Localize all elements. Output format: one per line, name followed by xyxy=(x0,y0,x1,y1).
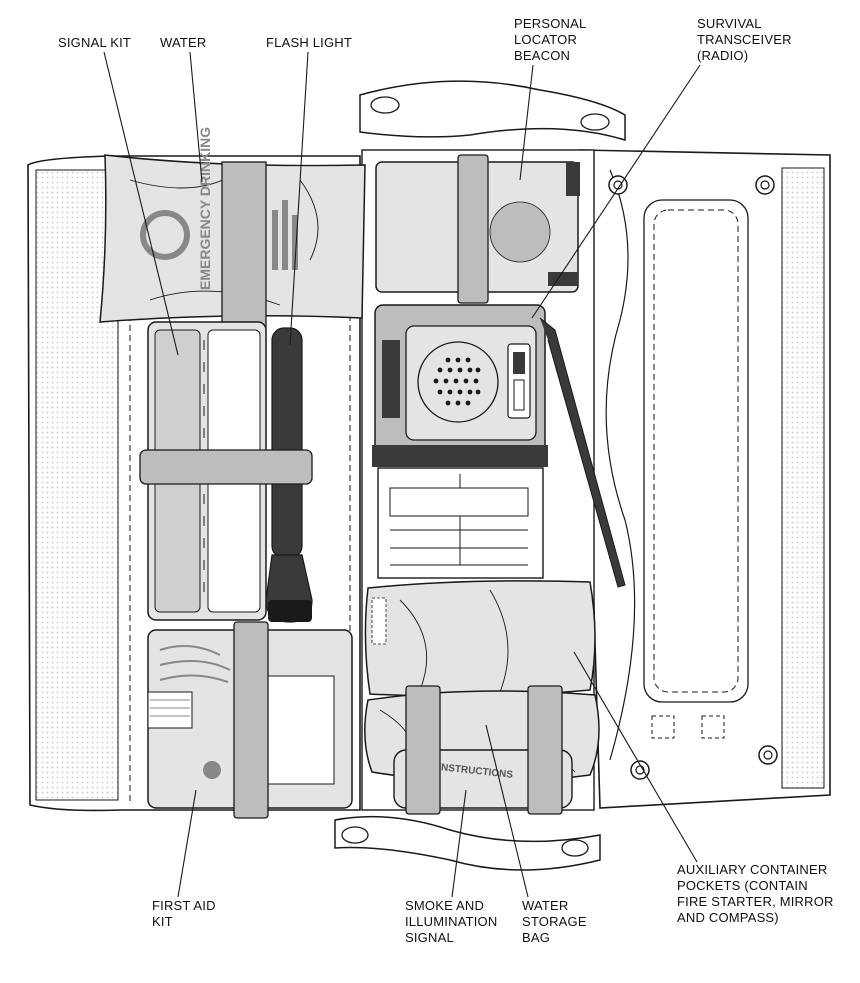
personal-locator-beacon xyxy=(375,154,580,304)
leader-personal-locator-beacon xyxy=(519,64,534,181)
leader-signal-kit xyxy=(103,51,179,356)
leader-auxiliary-pockets xyxy=(573,651,698,863)
label-first-aid-kit: FIRST AID KIT xyxy=(152,898,216,929)
leader-flash-light xyxy=(289,51,309,346)
label-water-storage-bag: WATER STORAGE BAG xyxy=(522,898,587,945)
auxiliary-container-pockets xyxy=(364,580,596,697)
label-water: WATER xyxy=(160,35,207,50)
leader-survival-transceiver xyxy=(531,64,701,319)
leader-water-storage-bag xyxy=(485,724,529,898)
label-personal-locator-beacon: PERSONAL LOCATOR BEACON xyxy=(514,16,587,63)
survival-transceiver xyxy=(372,304,626,588)
leader-lines xyxy=(103,51,701,898)
smoke-illumination-signal: INSTRUCTIONS xyxy=(393,685,573,815)
first-aid-kit xyxy=(147,621,353,819)
label-signal-kit: SIGNAL KIT xyxy=(58,35,132,50)
label-flash-light: FLASH LIGHT xyxy=(266,35,352,50)
bottom-tab xyxy=(334,815,601,871)
label-smoke-illumination-signal: SMOKE AND ILLUMINATION SIGNAL xyxy=(405,898,498,945)
strap-middle-left xyxy=(139,449,313,485)
label-auxiliary-container-pockets: AUXILIARY CONTAINER POCKETS (CONTAIN FIR… xyxy=(677,862,834,925)
vest-right-panel xyxy=(579,149,831,809)
radio-instruction-card xyxy=(377,467,544,579)
leader-first-aid-kit xyxy=(177,789,197,898)
flash-light xyxy=(265,327,313,623)
label-survival-transceiver: SURVIVAL TRANSCEIVER (RADIO) xyxy=(697,16,792,63)
leader-smoke-signal xyxy=(451,789,467,898)
leader-water xyxy=(189,51,203,183)
top-tab xyxy=(359,80,626,142)
